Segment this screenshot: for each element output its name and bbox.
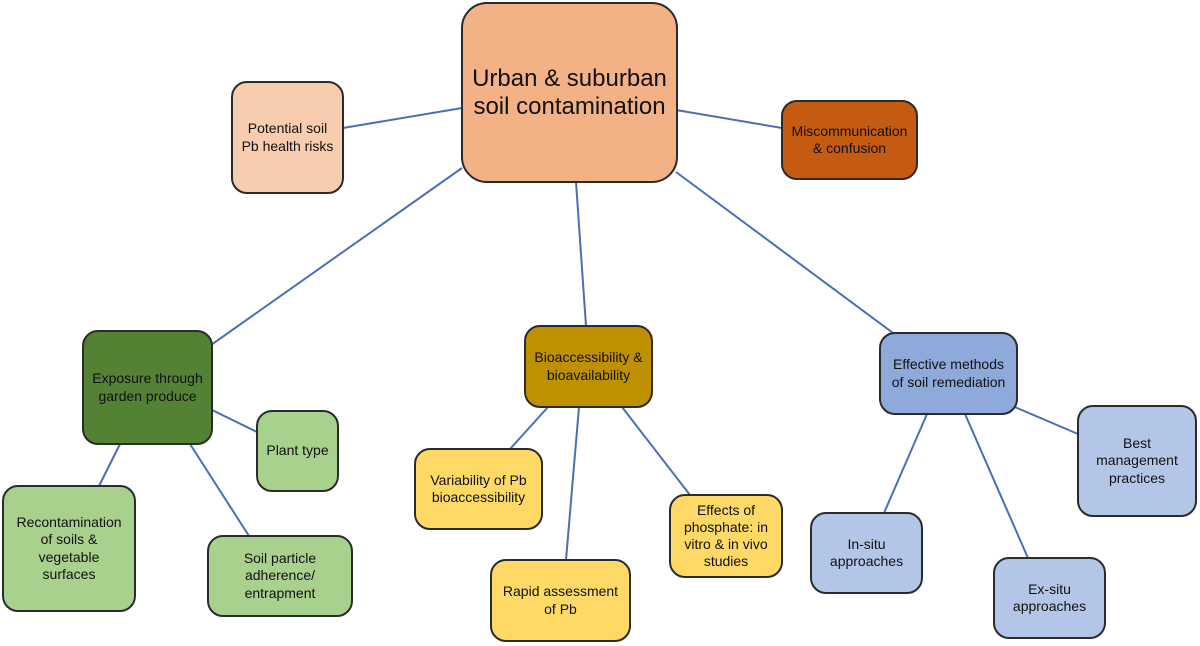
edge-root-exposure bbox=[210, 167, 463, 346]
node-health-risks-label: Potential soil Pb health risks bbox=[241, 120, 334, 154]
node-recontamination-label: Recontamination of soils & vegetable sur… bbox=[16, 514, 122, 582]
edge-root-health bbox=[342, 107, 463, 129]
edge-root-bioacc bbox=[575, 181, 587, 327]
node-ex-situ-label: Ex-situ approaches bbox=[1012, 580, 1087, 614]
node-in-situ-label: In-situ approaches bbox=[829, 535, 904, 569]
node-plant-type-label: Plant type bbox=[266, 442, 329, 459]
edge-root-miscom bbox=[675, 109, 783, 129]
node-remediation-label: Effective methods of soil remediation bbox=[891, 356, 1006, 390]
edge-bioacc-rapid bbox=[565, 406, 580, 561]
edge-exposure-recont bbox=[98, 443, 121, 487]
node-rapid-assessment-label: Rapid assessment of Pb bbox=[502, 583, 619, 617]
node-phosphate-label: Effects of phosphate: in vitro & in vivo… bbox=[683, 501, 769, 570]
edge-bioacc-phosph bbox=[621, 406, 691, 496]
node-ex-situ: Ex-situ approaches bbox=[993, 557, 1106, 639]
node-variability: Variability of Pb bioaccessibility bbox=[414, 448, 543, 530]
node-root-label: Urban & suburban soil contamination bbox=[472, 64, 667, 120]
node-health-risks: Potential soil Pb health risks bbox=[231, 81, 344, 194]
node-miscommunication-label: Miscommunication & confusion bbox=[791, 122, 908, 156]
edge-exposure-plant bbox=[211, 409, 258, 433]
edge-exposure-adhere bbox=[189, 443, 250, 537]
node-bioaccessibility-label: Bioaccessibility & bioavailability bbox=[534, 349, 643, 383]
node-best-management-label: Best management practices bbox=[1096, 435, 1178, 486]
node-recontamination: Recontamination of soils & vegetable sur… bbox=[2, 485, 136, 612]
node-miscommunication: Miscommunication & confusion bbox=[781, 100, 918, 180]
edge-root-remed bbox=[675, 171, 894, 334]
edge-remed-exsitu bbox=[964, 413, 1029, 559]
node-variability-label: Variability of Pb bioaccessibility bbox=[430, 471, 527, 505]
node-in-situ: In-situ approaches bbox=[810, 512, 923, 594]
node-rapid-assessment: Rapid assessment of Pb bbox=[490, 559, 631, 642]
node-bioaccessibility: Bioaccessibility & bioavailability bbox=[524, 325, 653, 408]
node-exposure-label: Exposure through garden produce bbox=[92, 370, 203, 404]
node-remediation: Effective methods of soil remediation bbox=[879, 332, 1018, 415]
node-best-management: Best management practices bbox=[1077, 405, 1197, 517]
node-soil-adherence-label: Soil particle adherence/ entrapment bbox=[243, 550, 317, 601]
node-phosphate: Effects of phosphate: in vitro & in vivo… bbox=[669, 494, 783, 578]
node-exposure: Exposure through garden produce bbox=[82, 330, 213, 445]
node-soil-adherence: Soil particle adherence/ entrapment bbox=[207, 535, 353, 617]
edge-bioacc-variab bbox=[509, 406, 549, 450]
node-plant-type: Plant type bbox=[256, 410, 339, 492]
node-root: Urban & suburban soil contamination bbox=[461, 2, 678, 183]
edge-remed-insitu bbox=[883, 413, 928, 514]
